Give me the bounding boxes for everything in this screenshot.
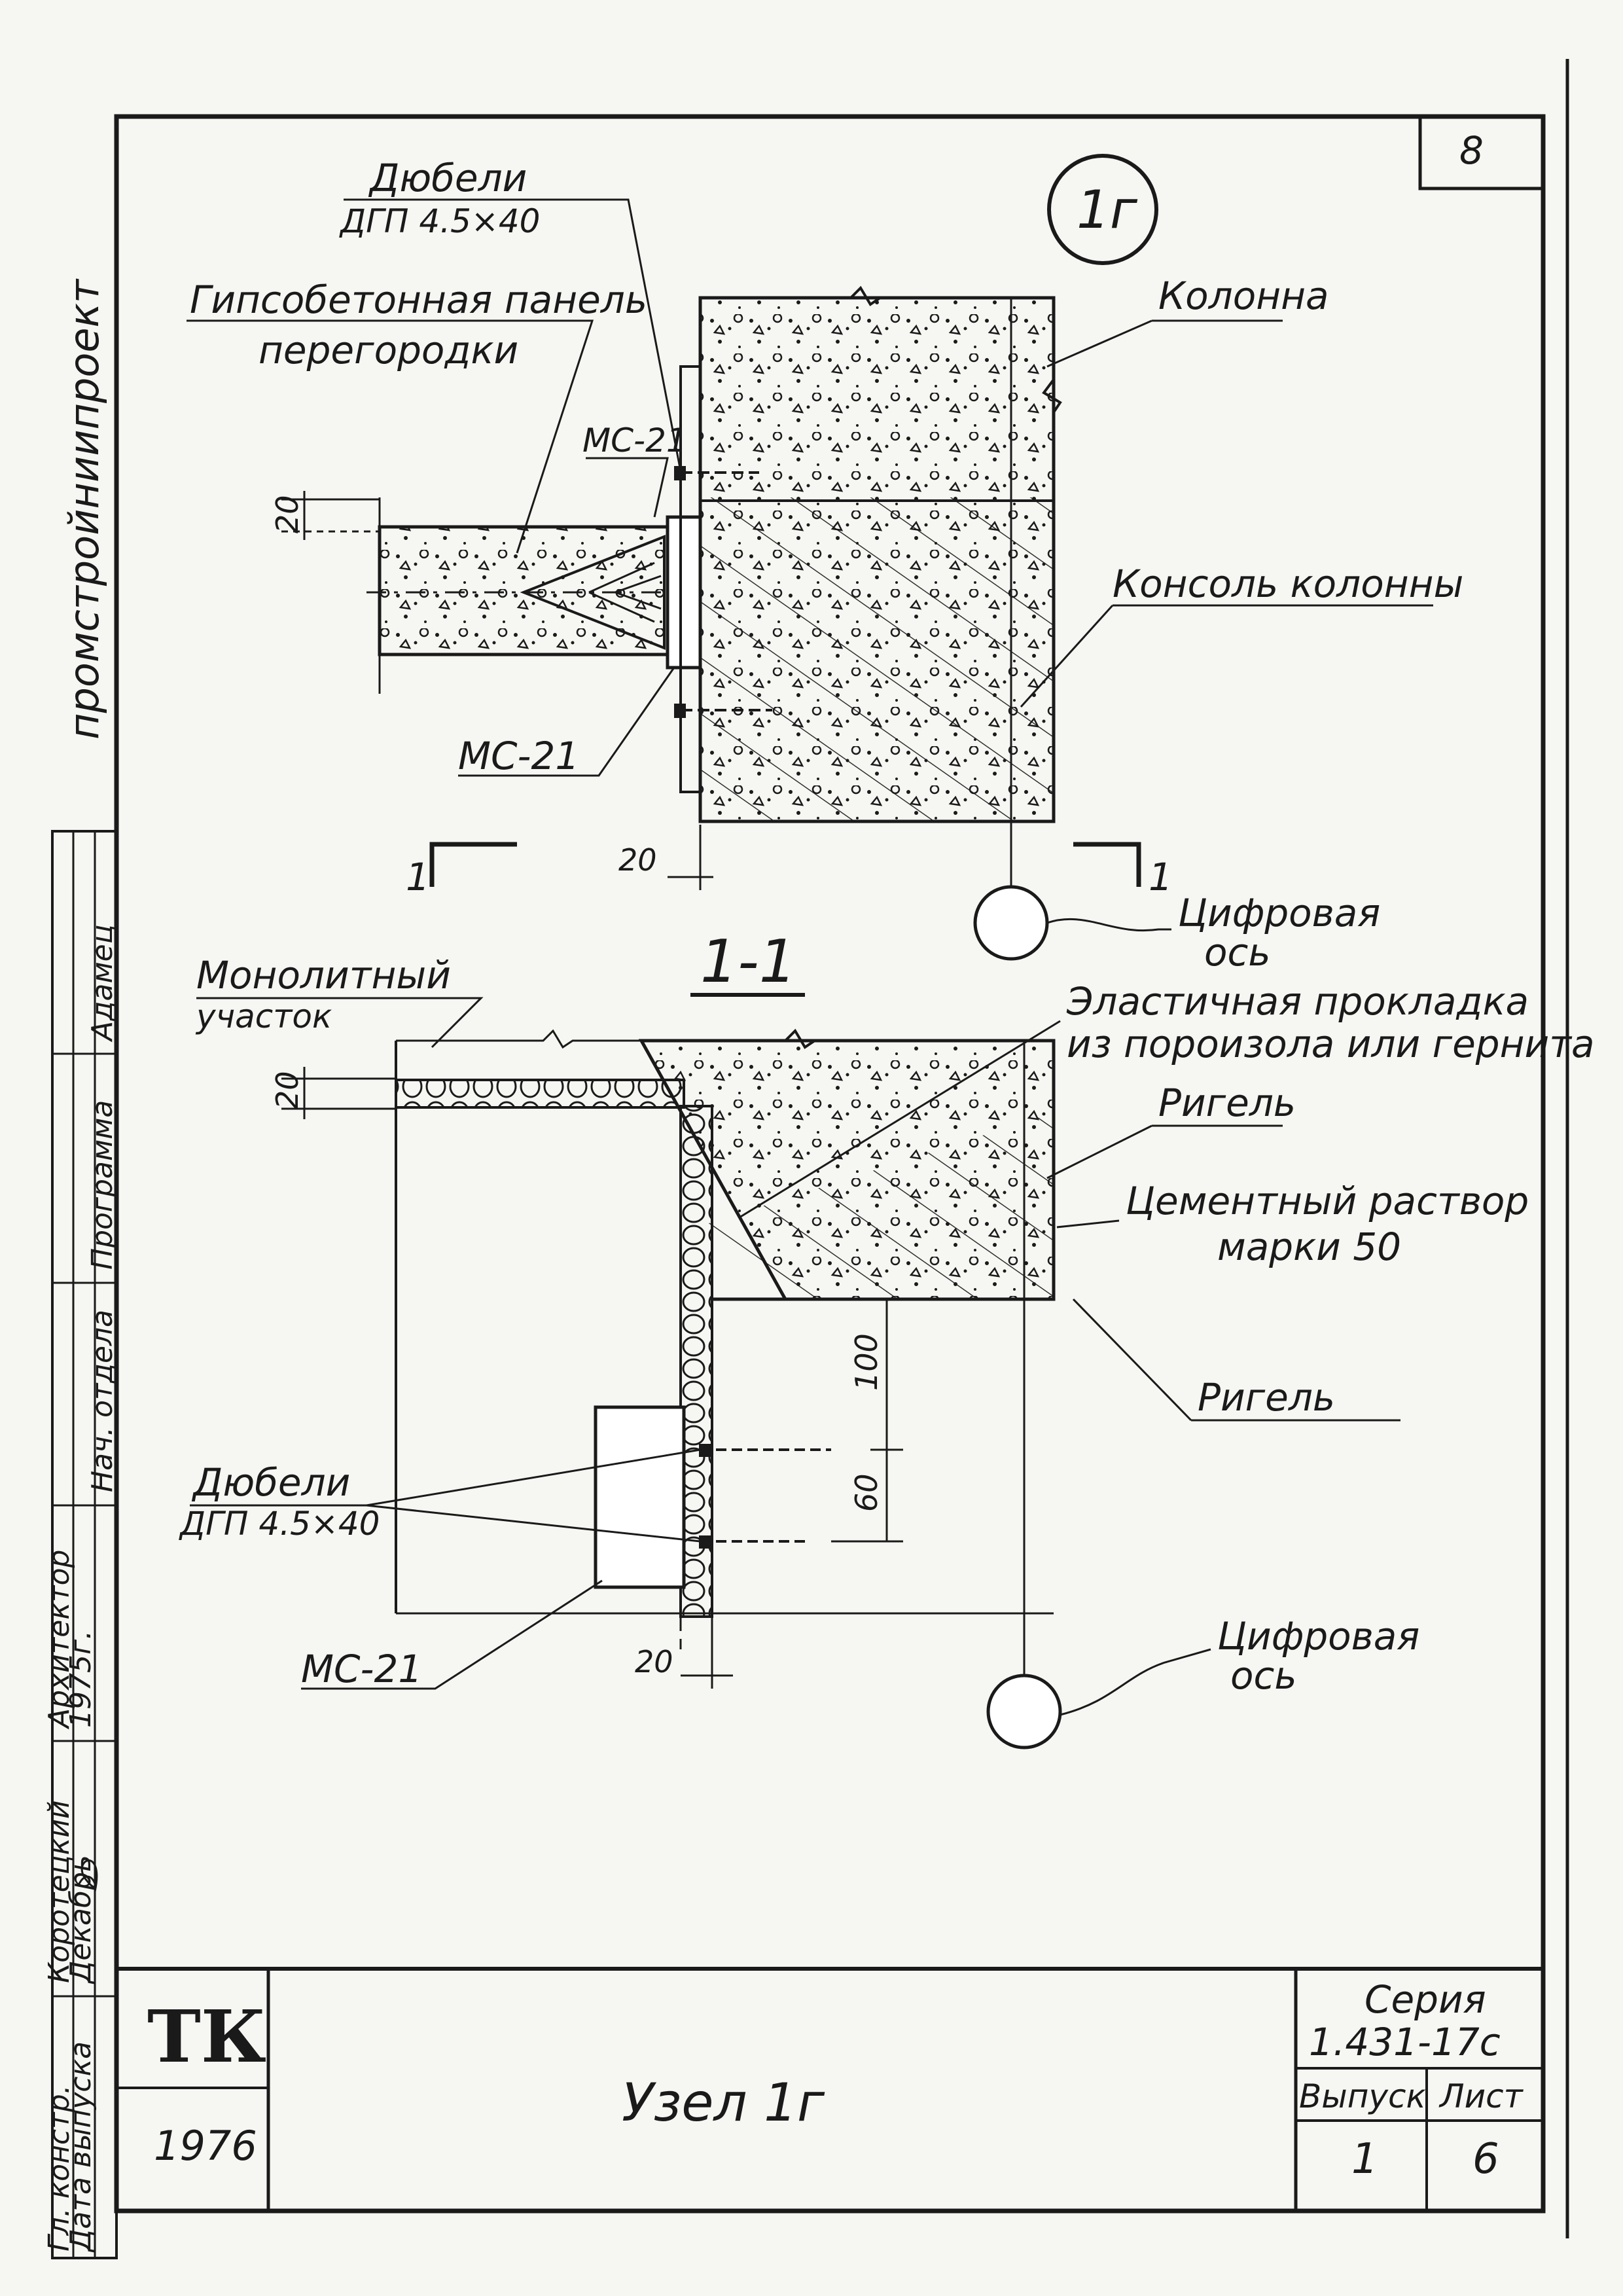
section-dowels-spec: ДГП 4.5×40 <box>179 1505 380 1543</box>
stamp-row2-b: Декабрь <box>64 1855 98 1984</box>
mc21-top-label: МС-21 <box>582 422 687 459</box>
stamp-row2-c: 1975г. <box>64 1630 98 1728</box>
monolith-label-1: Монолитный <box>196 953 451 997</box>
section-mark-left <box>429 842 517 887</box>
column-hatch <box>700 497 1054 821</box>
section-axis-label-2: ось <box>1230 1653 1297 1698</box>
sheet-value: 6 <box>1472 2135 1499 2183</box>
sheet-label: Лист <box>1438 2077 1524 2115</box>
monolith-label-2: участок <box>195 997 332 1035</box>
stamp-row1-b: Коротецкий <box>43 1801 76 1983</box>
top-view: 20 20 1 1 Дюбели ДГП 4.5×40 Гипсобетонна… <box>187 156 1463 975</box>
node-marker-text: 1г <box>1077 179 1138 240</box>
leader-panel <box>187 319 594 554</box>
panel-label-2: перегородки <box>259 328 518 372</box>
leader-cement <box>1056 1219 1120 1229</box>
stamp-row2-a: Дата выпуска <box>64 2041 98 2253</box>
section-dowels-label: Дюбели <box>191 1460 350 1505</box>
leader-axis-top <box>1046 918 1171 932</box>
leader-mc21-top <box>586 457 669 518</box>
section-mark-right <box>1073 842 1141 887</box>
leader-dowels <box>344 198 682 472</box>
org-vertical-text: промстройниипроект <box>60 278 108 740</box>
leader-elastic <box>739 1020 1061 1219</box>
title-year: 1976 <box>154 2122 257 2170</box>
section-mark-right-text: 1 <box>1149 855 1173 899</box>
node-marker: 1г <box>1047 154 1158 265</box>
insulation-horizontal <box>395 1079 685 1109</box>
panel-wedge <box>520 535 666 650</box>
side-stamp: Гл. констр. Коротецкий Архитектор Дата в… <box>43 830 119 2259</box>
mc21-plate <box>666 515 702 670</box>
elastic-label-2: из пороизола или гернита <box>1067 1022 1595 1066</box>
monolith-break <box>396 1029 641 1049</box>
gypsum-panel <box>378 525 669 656</box>
column-label: Колонна <box>1158 274 1329 318</box>
issue-value: 1 <box>1351 2135 1378 2183</box>
leader-monolith <box>196 997 484 1049</box>
issue-label: Выпуск <box>1299 2077 1426 2115</box>
mc21-plate-section <box>594 1405 686 1589</box>
section-axis-circle <box>986 1674 1062 1749</box>
dim-20-left: 20 <box>270 1071 305 1109</box>
series-value: 1.431-17с <box>1309 2020 1501 2064</box>
stamp-row3-b: Программа <box>86 1100 119 1270</box>
panel-wedge-inner <box>588 562 662 623</box>
signature-scribble <box>77 1859 98 1892</box>
dim-20-bottom-section: 20 <box>635 1644 673 1679</box>
leader-console <box>1020 604 1433 708</box>
cement-label-1: Цементный раствор <box>1126 1179 1529 1223</box>
mc21-bracket <box>679 365 702 793</box>
column-axis-circle <box>973 885 1049 961</box>
section-mc21-label: МС-21 <box>301 1647 422 1691</box>
top-axis-label-2: ось <box>1204 930 1271 975</box>
dim-20-bottom: 20 <box>618 842 657 878</box>
rigel-break-top <box>641 1028 1054 1049</box>
rigel-bottom-label: Ригель <box>1198 1375 1335 1420</box>
top-dowels-label: Дюбели <box>368 156 527 200</box>
top-dowels-spec: ДГП 4.5×40 <box>339 202 540 240</box>
dim-20-top: 20 <box>270 495 305 533</box>
sheet-number: 8 <box>1459 128 1484 173</box>
cement-label-2: марки 50 <box>1217 1225 1401 1269</box>
stamp-row3-a: Нач. отдела <box>86 1310 119 1492</box>
stamp-row1-c: Архитектор <box>43 1550 76 1730</box>
console-label: Консоль колонны <box>1113 562 1463 606</box>
leader-rigel-top <box>1046 1124 1283 1179</box>
mc21-bottom-label: МС-21 <box>458 734 579 778</box>
elastic-label-1: Эластичная прокладка <box>1066 979 1529 1024</box>
stamp-row3-c: Адамец <box>86 924 119 1043</box>
stamp-row1-a: Гл. констр. <box>43 2085 76 2251</box>
section-view: 1-1 20 100 60 <box>179 927 1595 1749</box>
section-axis-label-1: Цифровая <box>1217 1614 1419 1659</box>
leader-mc21-section <box>301 1579 603 1690</box>
top-axis-label-1: Цифровая <box>1178 891 1380 935</box>
panel-label-1: Гипсобетонная панель <box>190 278 647 322</box>
section-title: 1-1 <box>700 927 796 996</box>
dim-60: 60 <box>849 1473 884 1512</box>
column-break-top <box>700 285 1054 306</box>
rigel-top-label: Ригель <box>1158 1081 1296 1125</box>
dim-100: 100 <box>849 1333 884 1391</box>
leader-axis-section <box>1060 1648 1211 1716</box>
logo-tk: ТК <box>147 1994 266 2079</box>
title-text: Узел 1г <box>622 2072 825 2133</box>
leader-column <box>1046 319 1283 368</box>
title-block: ТК 1976 Узел 1г Серия 1.431-17с Выпуск Л… <box>115 1967 1545 2213</box>
series-label: Серия <box>1364 1977 1486 2022</box>
leader-mc21-bottom <box>458 667 675 777</box>
leader-dowels-section <box>190 1448 701 1543</box>
rigel-hatch <box>707 1113 1054 1299</box>
column-break-right <box>1042 298 1062 821</box>
section-mark-left-text: 1 <box>406 855 430 899</box>
sheet-number-box: 8 <box>1418 115 1545 190</box>
leader-rigel-bottom <box>1072 1298 1400 1422</box>
